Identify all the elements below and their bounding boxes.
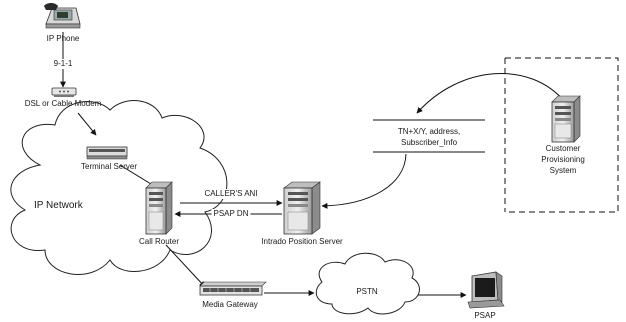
modem-label: DSL or Cable Modem: [24, 99, 102, 108]
pstn-cloud: [315, 252, 420, 315]
customer-server-icon: [551, 95, 581, 143]
tn-info-line1: TN+X/Y, address,: [397, 127, 461, 136]
customer-to-tn-curve: [416, 73, 566, 114]
tn-to-intrado-curve: [321, 153, 407, 209]
media-gateway-label: Media Gateway: [202, 300, 258, 309]
psap-computer-icon: [467, 271, 505, 309]
pstn-label: PSTN: [356, 287, 378, 296]
callers-ani-label: CALLER'S ANI: [202, 189, 260, 199]
tn-info-line2: Subscriber_Info: [400, 138, 458, 147]
dial-label: 9-1-1: [51, 59, 75, 69]
psap-dn-label: PSAP DN: [211, 209, 251, 219]
terminal-server-label: Terminal Server: [80, 162, 138, 171]
customer-label-line2: Provisioning: [541, 155, 585, 164]
intrado-label: Intrado Position Server: [261, 237, 343, 246]
ip-network-cloud: [10, 100, 228, 275]
modem-to-network: [77, 112, 97, 136]
media-gateway-icon: [199, 281, 267, 296]
customer-label-line3: System: [549, 166, 577, 175]
call-router-icon: [145, 181, 173, 235]
psap-label: PSAP: [474, 311, 496, 320]
router-to-gateway: [165, 244, 206, 288]
customer-label-line1: Customer: [545, 144, 581, 153]
customer-boundary: [505, 57, 619, 213]
ip-network-label: IP Network: [34, 200, 83, 211]
intrado-server-icon: [283, 181, 321, 235]
ip-phone-icon: [44, 3, 81, 29]
call-router-label: Call Router: [138, 237, 180, 246]
ip-phone-label: IP Phone: [46, 34, 80, 43]
terminal-server-icon: [86, 146, 128, 160]
modem-icon: [51, 87, 77, 97]
